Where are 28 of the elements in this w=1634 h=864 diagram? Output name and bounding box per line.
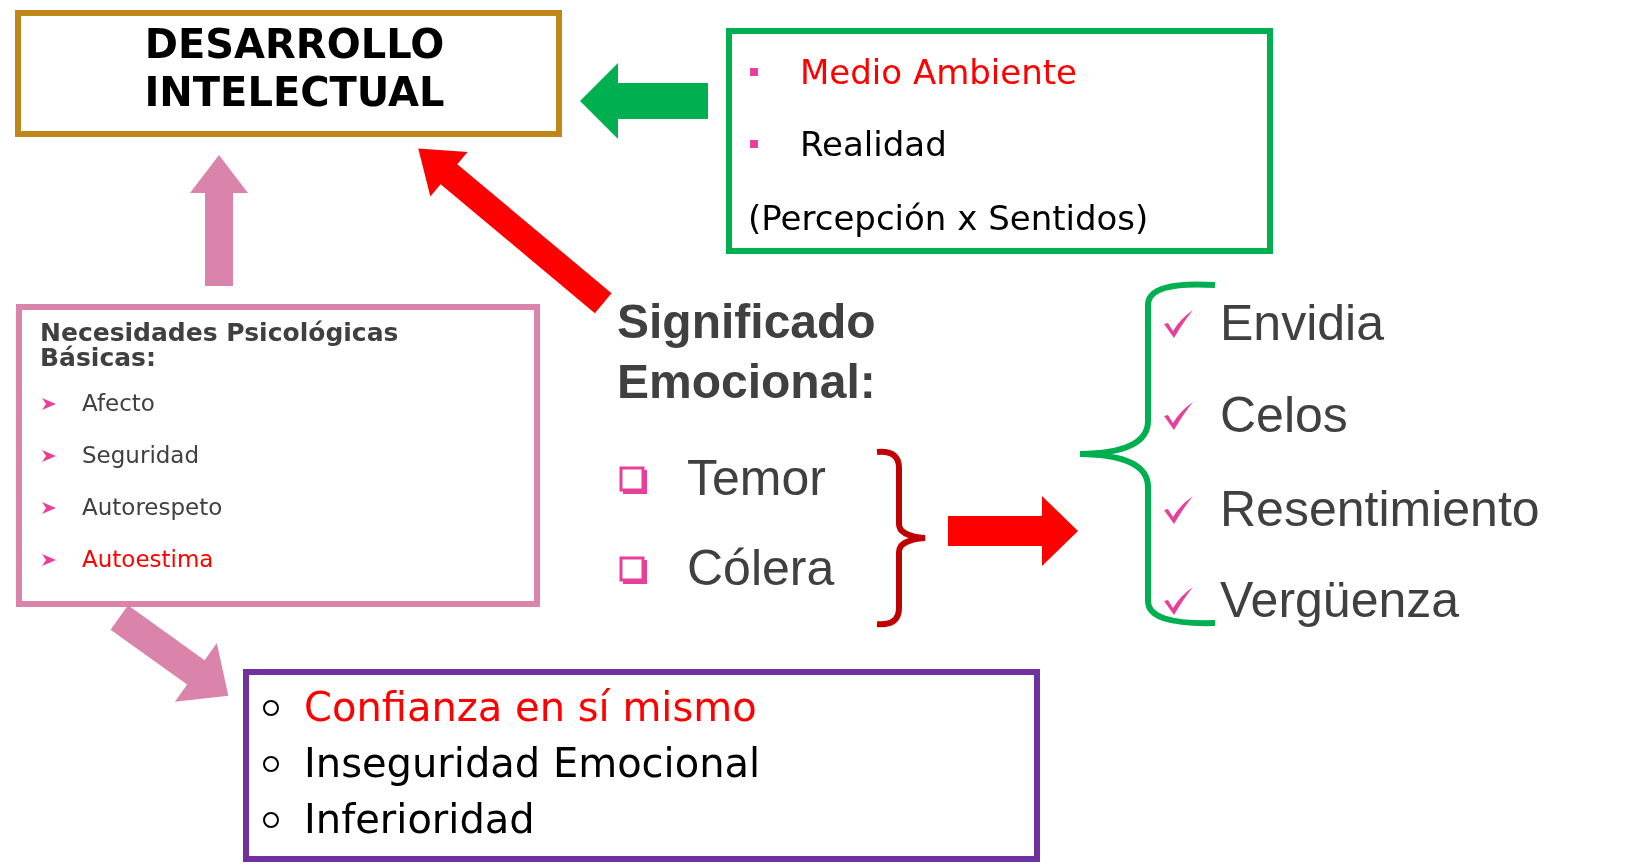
heading-text: Significado Emocional:: [617, 292, 947, 420]
box-heading: Necesidades Psicológicas Básicas:: [40, 320, 400, 370]
info-box: [726, 28, 1273, 254]
list-item: Seguridad: [82, 442, 200, 470]
title-box: [15, 10, 562, 137]
needs-box: [16, 304, 540, 607]
list-item: Vergüenza: [1220, 571, 1460, 630]
list-item: Envidia: [1220, 294, 1384, 353]
block-arrow: [418, 148, 612, 314]
list-item: Inferioridad: [304, 795, 535, 843]
list-item: Autorespeto: [82, 494, 223, 522]
box-title: DESARROLLO INTELECTUAL: [143, 20, 446, 116]
list-item: Temor: [687, 449, 826, 508]
list-item: Cólera: [687, 539, 835, 598]
list-item: Resentimiento: [1220, 480, 1540, 539]
list-item: (Percepción x Sentidos): [748, 198, 1149, 239]
block-arrow: [110, 605, 229, 702]
outcome-box: [243, 669, 1040, 862]
list-item: Autoestima: [82, 546, 214, 574]
list-item: Realidad: [800, 124, 947, 165]
list-item: Medio Ambiente: [800, 52, 1077, 93]
list-item: Confianza en sí mismo: [304, 683, 757, 731]
block-arrow: [948, 496, 1078, 566]
block-arrow: [580, 63, 708, 139]
list-item: Celos: [1220, 386, 1348, 445]
list-item: Afecto: [82, 390, 155, 418]
list-item: Inseguridad Emocional: [304, 739, 761, 787]
block-arrow: [190, 155, 248, 286]
